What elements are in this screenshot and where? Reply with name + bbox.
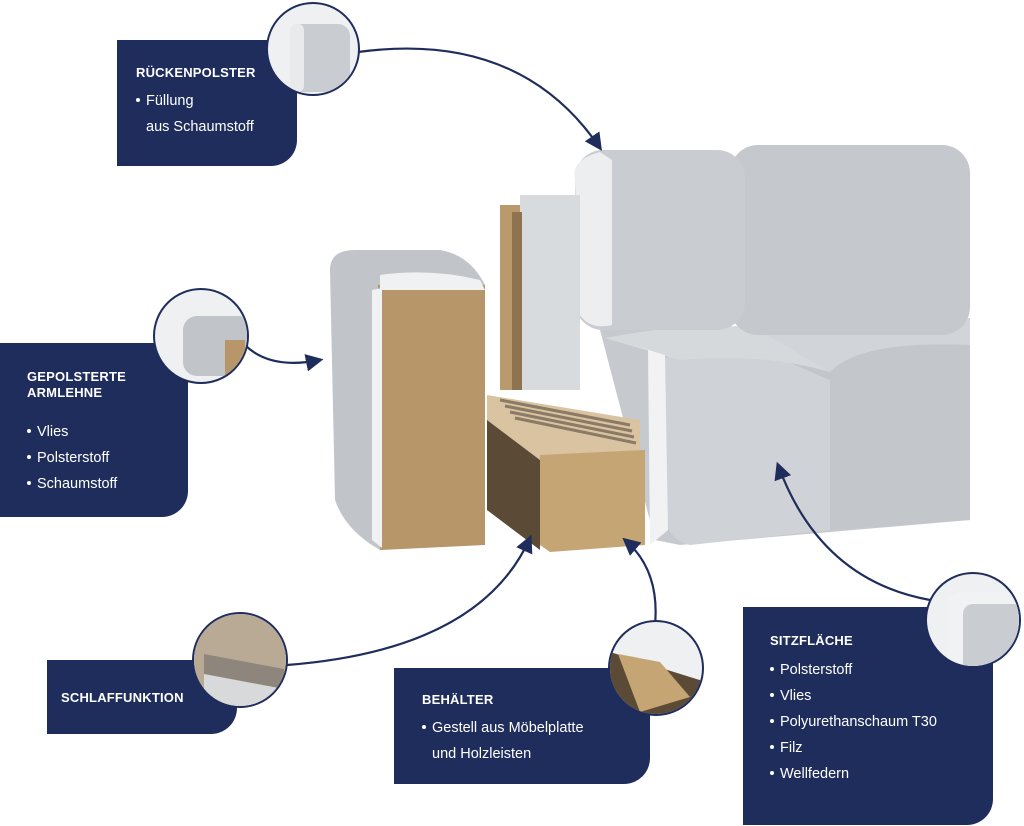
callout-sleep-function: SCHLAFFUNKTION <box>47 660 237 734</box>
container-detail-bubble <box>608 620 704 716</box>
callout-container-content: BEHÄLTER Gestell aus Möbelplatte und Hol… <box>422 692 584 767</box>
callout-container: BEHÄLTER Gestell aus Möbelplatte und Hol… <box>394 668 650 784</box>
back-cushion-detail-bubble <box>266 2 360 96</box>
armrest-detail-bubble <box>153 288 249 384</box>
list-item: Filz <box>770 735 937 761</box>
callout-title: SITZFLÄCHE <box>770 633 853 648</box>
list-item: Vlies <box>27 419 137 445</box>
callout-seat-content: SITZFLÄCHE Polsterstoff Vlies Polyuretha… <box>770 633 937 787</box>
list-item: Gestell aus Möbelplatte <box>422 715 584 741</box>
callout-back-cushion-content: RÜCKENPOLSTER Füllung aus Schaumstoff <box>136 65 256 140</box>
list-item: Vlies <box>770 683 937 709</box>
storage-container <box>487 395 645 552</box>
list-item: Polsterstoff <box>770 657 937 683</box>
list-item: aus Schaumstoff <box>146 119 254 135</box>
callout-title: RÜCKENPOLSTER <box>136 65 256 80</box>
list-item: Polsterstoff <box>27 445 137 471</box>
list-item: Polyurethanschaum T30 <box>770 709 937 735</box>
sofa-body <box>500 145 970 545</box>
callout-title: SCHLAFFUNKTION <box>61 690 184 705</box>
sleep-function-detail-bubble <box>192 612 288 708</box>
list-item: Füllung <box>136 88 256 114</box>
callout-arrows <box>244 47 931 667</box>
list-item: und Holzleisten <box>432 746 532 762</box>
armrest <box>330 250 485 550</box>
seat-detail-bubble <box>925 572 1021 668</box>
callout-armrest-content: GEPOLSTERTE ARMLEHNE Vlies Polsterstoff … <box>27 369 137 497</box>
list-item: Schaumstoff <box>27 471 137 497</box>
callout-title: BEHÄLTER <box>422 692 494 707</box>
callout-title: GEPOLSTERTE ARMLEHNE <box>27 369 126 400</box>
list-item: Wellfedern <box>770 761 937 787</box>
callout-armrest: GEPOLSTERTE ARMLEHNE Vlies Polsterstoff … <box>0 343 188 517</box>
